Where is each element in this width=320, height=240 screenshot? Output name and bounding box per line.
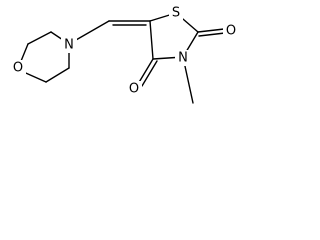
chemical-structure-diagram: O N S O O N bbox=[10, 5, 239, 104]
atom-o-carbonyl-bottom: O bbox=[129, 82, 139, 97]
bond-c2-o-double-a bbox=[197, 28, 225, 33]
atom-s-mask bbox=[169, 5, 183, 21]
bond-c-c-lower bbox=[45, 67, 70, 83]
atom-s: S bbox=[172, 6, 180, 21]
bond-c2-o-double-b bbox=[198, 32, 226, 37]
bond-c4-o-double-a bbox=[137, 58, 154, 85]
atom-o-carbonyl-bottom-mask bbox=[126, 81, 142, 97]
atom-o-ring-mask bbox=[10, 60, 26, 76]
atom-o-ring: O bbox=[13, 61, 23, 76]
bond-c-c-upper bbox=[27, 31, 52, 45]
atom-n-imide: N bbox=[178, 51, 188, 66]
atom-o-carbonyl-right: O bbox=[226, 24, 236, 39]
methylidene-linker bbox=[68, 20, 151, 45]
bond-c4-o-double-b bbox=[141, 60, 158, 87]
atom-n-morpholine: N bbox=[64, 38, 74, 53]
atom-labels: O N S O O N bbox=[10, 5, 239, 97]
atom-n-imide-mask bbox=[175, 50, 191, 66]
bond-c4-c5 bbox=[149, 20, 154, 60]
atom-n-morpholine-mask bbox=[61, 37, 77, 53]
carbonyl-groups bbox=[137, 28, 226, 87]
atom-o-carbonyl-right-mask bbox=[223, 23, 239, 39]
